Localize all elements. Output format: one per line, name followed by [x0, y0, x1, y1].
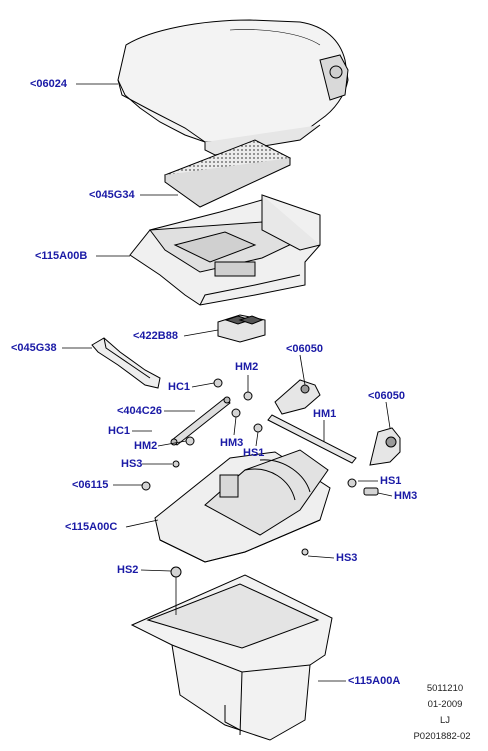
label-strut: <404C26 [117, 405, 162, 417]
label-lid: <06024 [30, 78, 68, 90]
label-hs3-bottom: HS3 [336, 552, 358, 564]
reference-code: LJ [439, 715, 451, 726]
hinge-cover-part [91, 337, 161, 389]
armrest-lid [117, 19, 349, 156]
switch-part [217, 314, 266, 343]
label-bracket-right: <06050 [368, 390, 406, 402]
label-hm3-right: HM3 [394, 490, 418, 502]
label-hs1-right: HS1 [380, 475, 402, 487]
tray-mat [163, 139, 292, 208]
reference-date: 01-2009 [427, 699, 463, 710]
bin-part [130, 574, 333, 741]
label-hs2: HS2 [117, 564, 139, 576]
label-hm2-top: HM2 [235, 361, 259, 373]
reference-drawing-no: P0201882-02 [413, 731, 471, 742]
label-hinge-cover: <045G38 [11, 342, 57, 354]
leader-lines [62, 83, 393, 682]
upper-tray [129, 194, 321, 306]
label-switch: <422B88 [133, 330, 178, 342]
label-base: <115A00C [65, 521, 118, 533]
label-hm2-bottom: HM2 [134, 440, 158, 452]
label-hc1-bottom: HC1 [108, 425, 131, 437]
label-hs3-top: HS3 [121, 458, 143, 470]
gas-strut [170, 396, 231, 446]
label-hm3-left: HM3 [220, 437, 244, 449]
bracket-right-part [369, 427, 401, 466]
label-bracket-left: <06050 [286, 343, 324, 355]
label-hs1-left: HS1 [243, 447, 265, 459]
label-clip: <06115 [72, 479, 109, 491]
label-hc1-top: HC1 [168, 381, 191, 393]
reference-part-no: 5011210 [426, 683, 464, 694]
label-hm1: HM1 [313, 408, 337, 420]
label-tray-mat: <045G34 [89, 189, 135, 201]
base-part [154, 449, 331, 563]
label-upper-tray: <115A00B [35, 250, 88, 262]
hinge-rod [267, 414, 357, 464]
label-bin: <115A00A [348, 675, 401, 687]
